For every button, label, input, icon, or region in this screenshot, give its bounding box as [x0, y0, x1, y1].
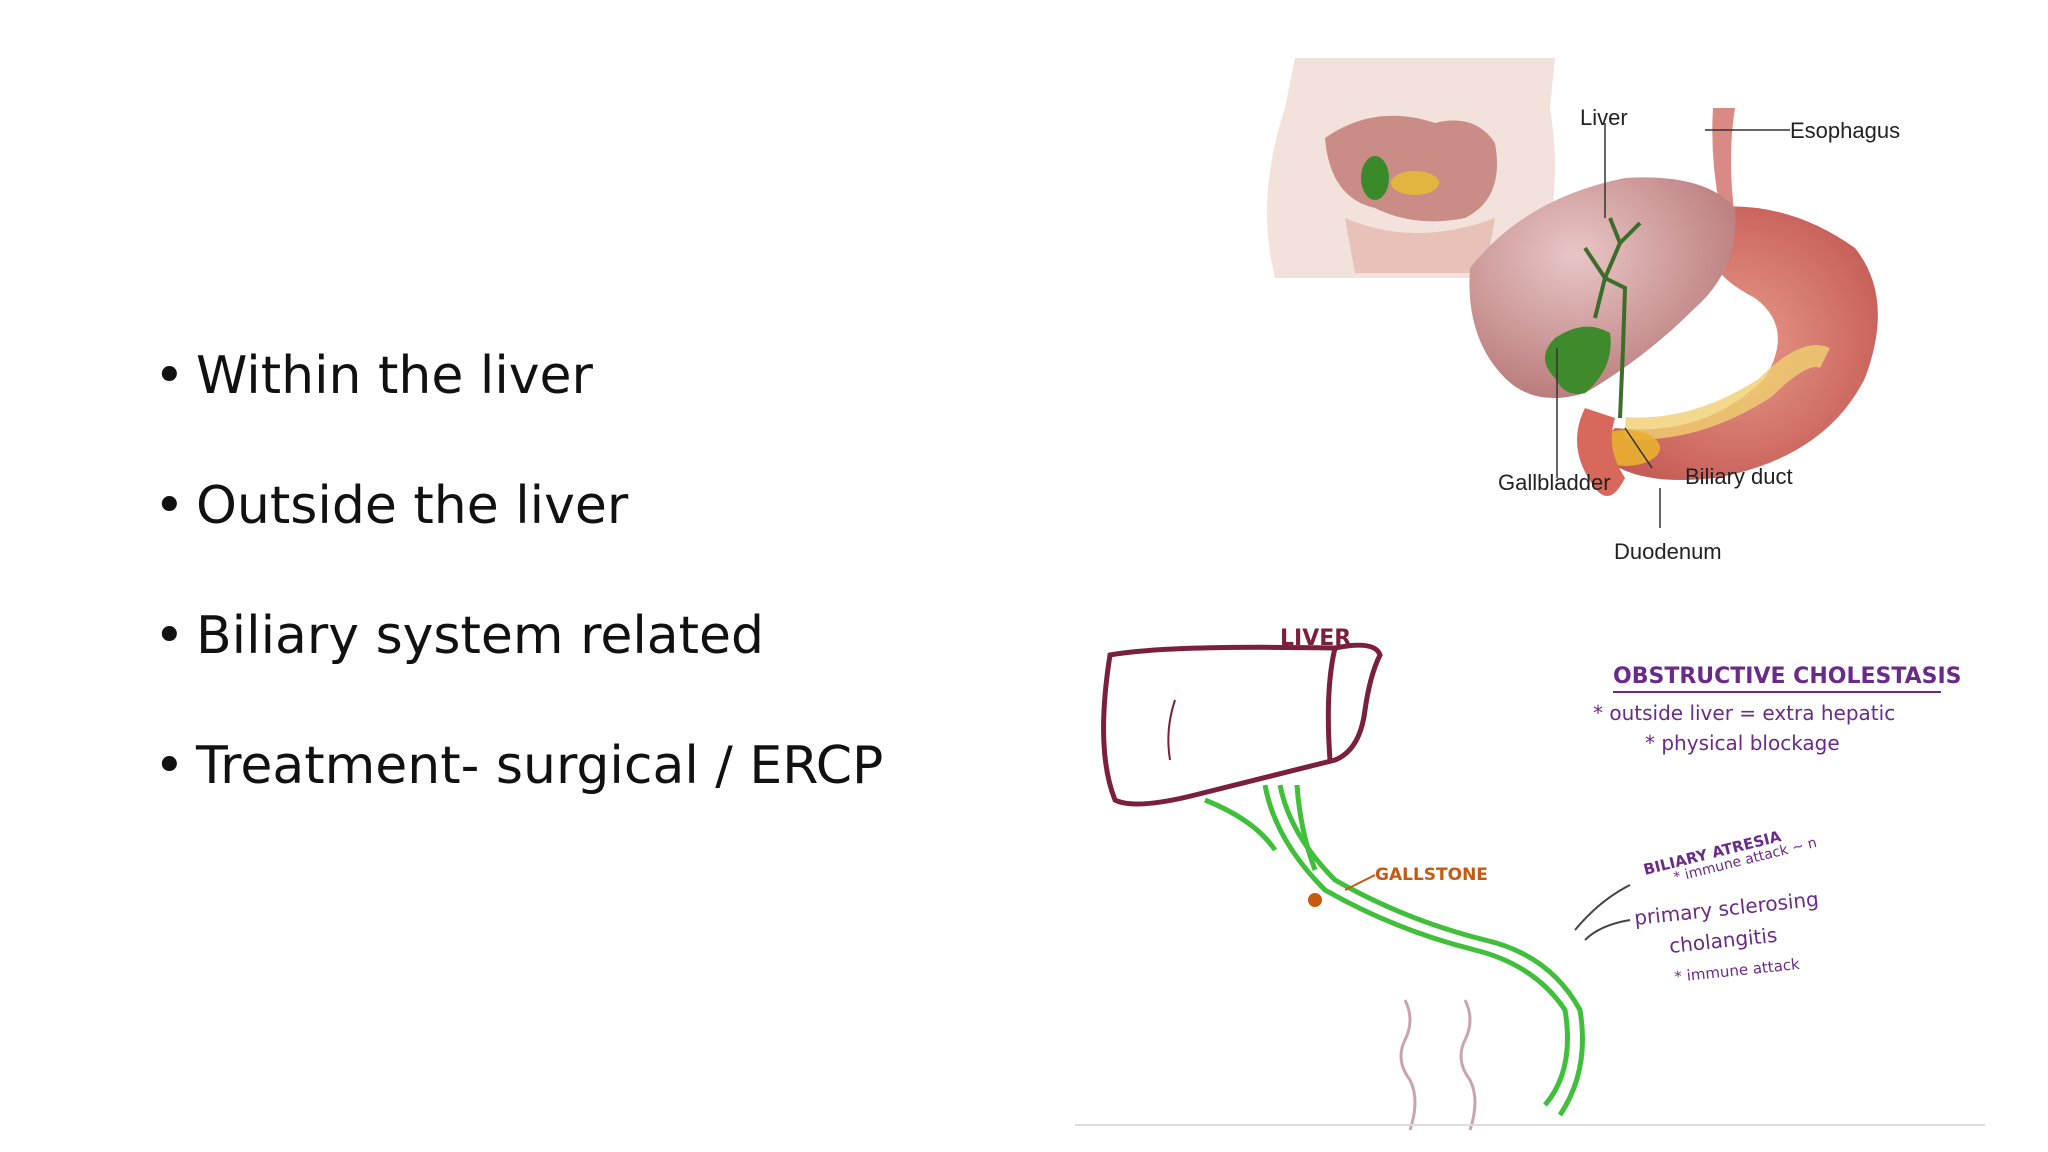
- esophagus-shape: [1712, 108, 1735, 218]
- bile-duct-tree: [1583, 217, 1642, 419]
- stomach-shape: [1595, 206, 1878, 481]
- bullet-text: Biliary system related: [196, 606, 765, 666]
- obstructive-cholestasis-sketch: LIVER OBSTRUCTIVE CHOLESTASIS * outside …: [1075, 626, 1985, 1131]
- bullet-item: •Treatment- surgical / ERCP: [154, 736, 884, 796]
- sketch-liver-label: LIVER: [1280, 626, 1351, 651]
- duodenum-shape: [1577, 408, 1625, 496]
- label-liver: Liver: [1580, 105, 1628, 130]
- label-duodenum: Duodenum: [1614, 539, 1722, 564]
- psc-line-2: cholangitis: [1668, 923, 1778, 958]
- gallstone-dot: [1308, 893, 1322, 907]
- common-bile-duct: [1262, 784, 1570, 1107]
- sketch-line-2: * physical blockage: [1645, 731, 1840, 755]
- label-esophagus: Esophagus: [1790, 118, 1900, 143]
- bullet-text: Outside the liver: [196, 476, 629, 536]
- gallbladder-shape: [1545, 326, 1611, 394]
- bullet-item: •Within the liver: [154, 346, 593, 406]
- psc-line-1: primary sclerosing: [1633, 887, 1820, 930]
- psc-note: * immune attack: [1674, 955, 1801, 986]
- gallstone-label: GALLSTONE: [1375, 865, 1488, 885]
- sketch-line-1: * outside liver = extra hepatic: [1593, 701, 1895, 725]
- bullet-item: •Biliary system related: [154, 606, 765, 666]
- torso-inset: [1267, 58, 1555, 278]
- label-biliary-duct: Biliary duct: [1685, 464, 1793, 489]
- bullet-list: •Within the liver •Outside the liver •Bi…: [150, 330, 883, 850]
- liver-outline: [1101, 642, 1383, 807]
- label-gallbladder: Gallbladder: [1498, 470, 1611, 495]
- sketch-title: OBSTRUCTIVE CHOLESTASIS: [1613, 664, 1962, 689]
- bullet-item: •Outside the liver: [154, 476, 629, 536]
- bullet-text: Within the liver: [196, 346, 593, 406]
- anatomy-illustration: Liver Esophagus Gallbladder Biliary duct…: [1267, 58, 1900, 564]
- bullet-text: Treatment- surgical / ERCP: [196, 736, 884, 796]
